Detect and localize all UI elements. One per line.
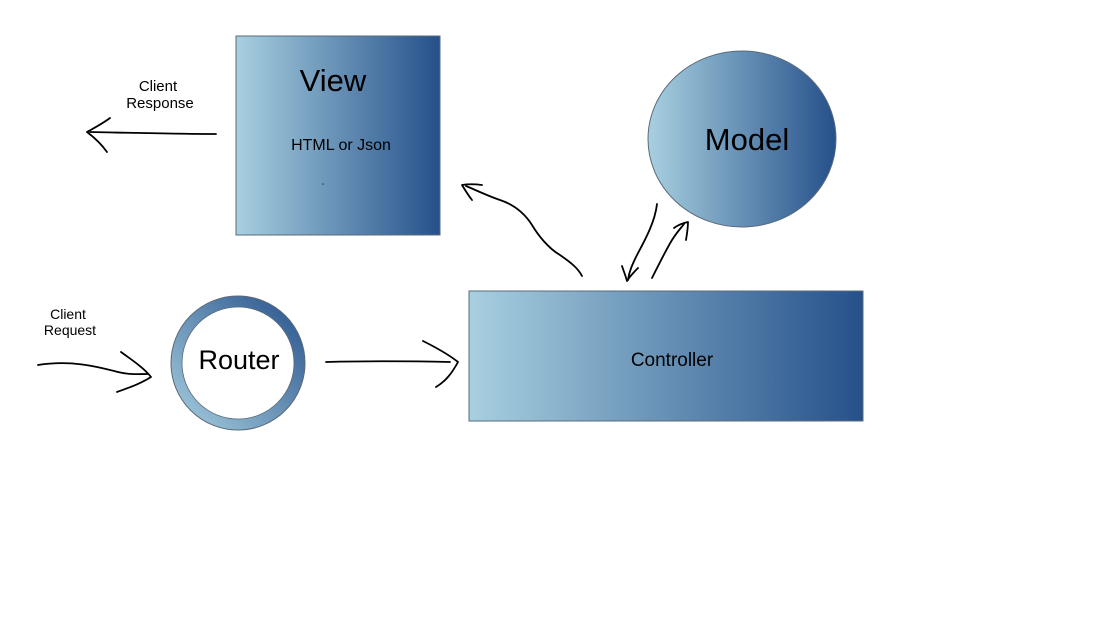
arrow-view-to-client-response xyxy=(86,117,217,153)
router-node: Router xyxy=(170,295,306,431)
arrow-client-request-to-router xyxy=(37,351,152,393)
client-request-label-line2: Request xyxy=(44,322,96,338)
client-request-label-line1: Client xyxy=(50,306,86,322)
view-subtitle: HTML or Json xyxy=(291,137,391,154)
controller-box xyxy=(468,290,864,422)
controller-node: Controller xyxy=(468,290,864,422)
view-title: View xyxy=(300,63,367,98)
arrow-controller-to-view xyxy=(461,183,583,277)
view-node: View HTML or Json xyxy=(235,35,441,236)
arrow-router-to-controller xyxy=(325,340,459,388)
model-node: Model xyxy=(647,50,837,228)
router-ring-inner xyxy=(181,306,295,420)
arrow-controller-to-model xyxy=(651,221,689,279)
controller-title: Controller xyxy=(631,350,714,371)
stray-dot xyxy=(322,183,324,185)
model-circle xyxy=(647,50,837,228)
client-response-label-line2: Response xyxy=(126,95,194,112)
client-response-label-line1: Client xyxy=(139,78,178,95)
arrow-model-to-controller xyxy=(621,203,658,282)
router-title: Router xyxy=(198,345,279,375)
model-title: Model xyxy=(705,122,789,157)
view-box xyxy=(235,35,441,236)
